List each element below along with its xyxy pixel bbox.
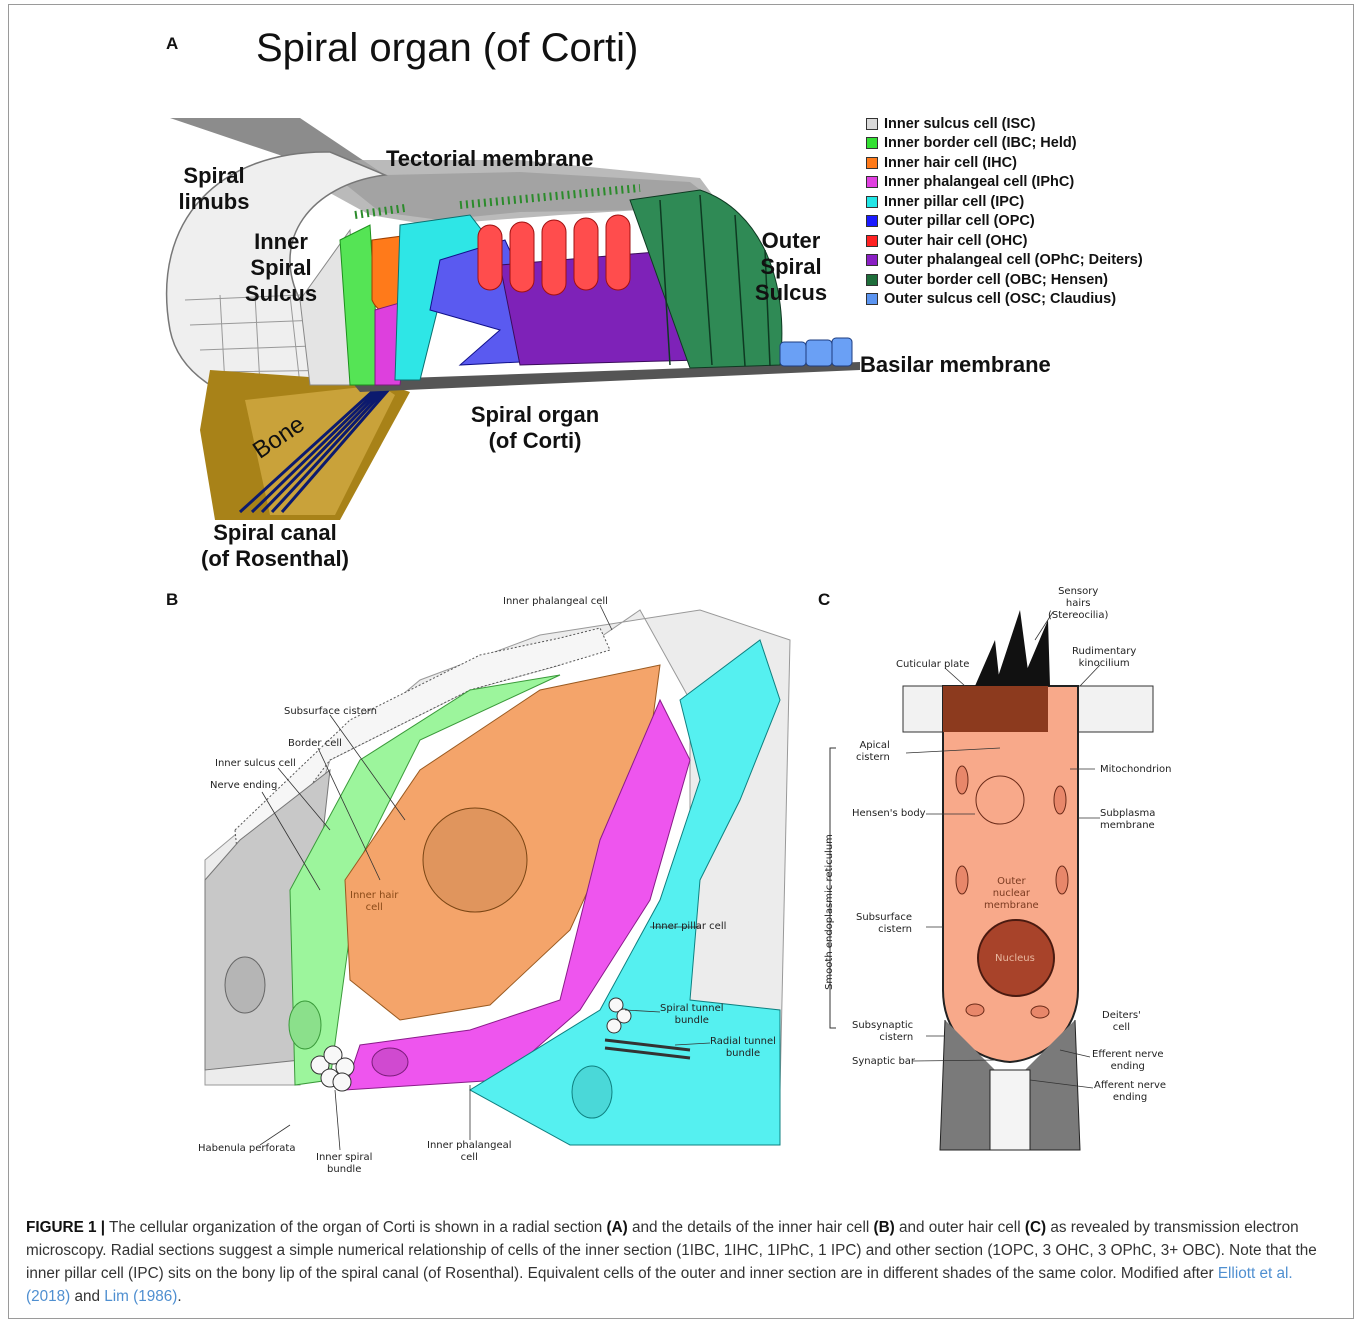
- label-c-cuticular: Cuticular plate: [896, 659, 969, 671]
- reference-link-lim[interactable]: Lim (1986): [104, 1288, 177, 1305]
- label-c-nucleus: Nucleus: [995, 953, 1035, 965]
- label-c-hensen: Hensen's body: [852, 808, 926, 820]
- label-c-ser: Smooth endoplasmic reticulum: [824, 832, 836, 992]
- label-c-synaptic-bar: Synaptic bar: [852, 1056, 915, 1068]
- label-c-deiters: Deiters'cell: [1102, 1010, 1141, 1034]
- label-c-mitochondrion: Mitochondrion: [1100, 764, 1171, 776]
- caption-prefix: FIGURE 1 |: [26, 1219, 105, 1236]
- figure-caption: FIGURE 1 | The cellular organization of …: [26, 1216, 1334, 1308]
